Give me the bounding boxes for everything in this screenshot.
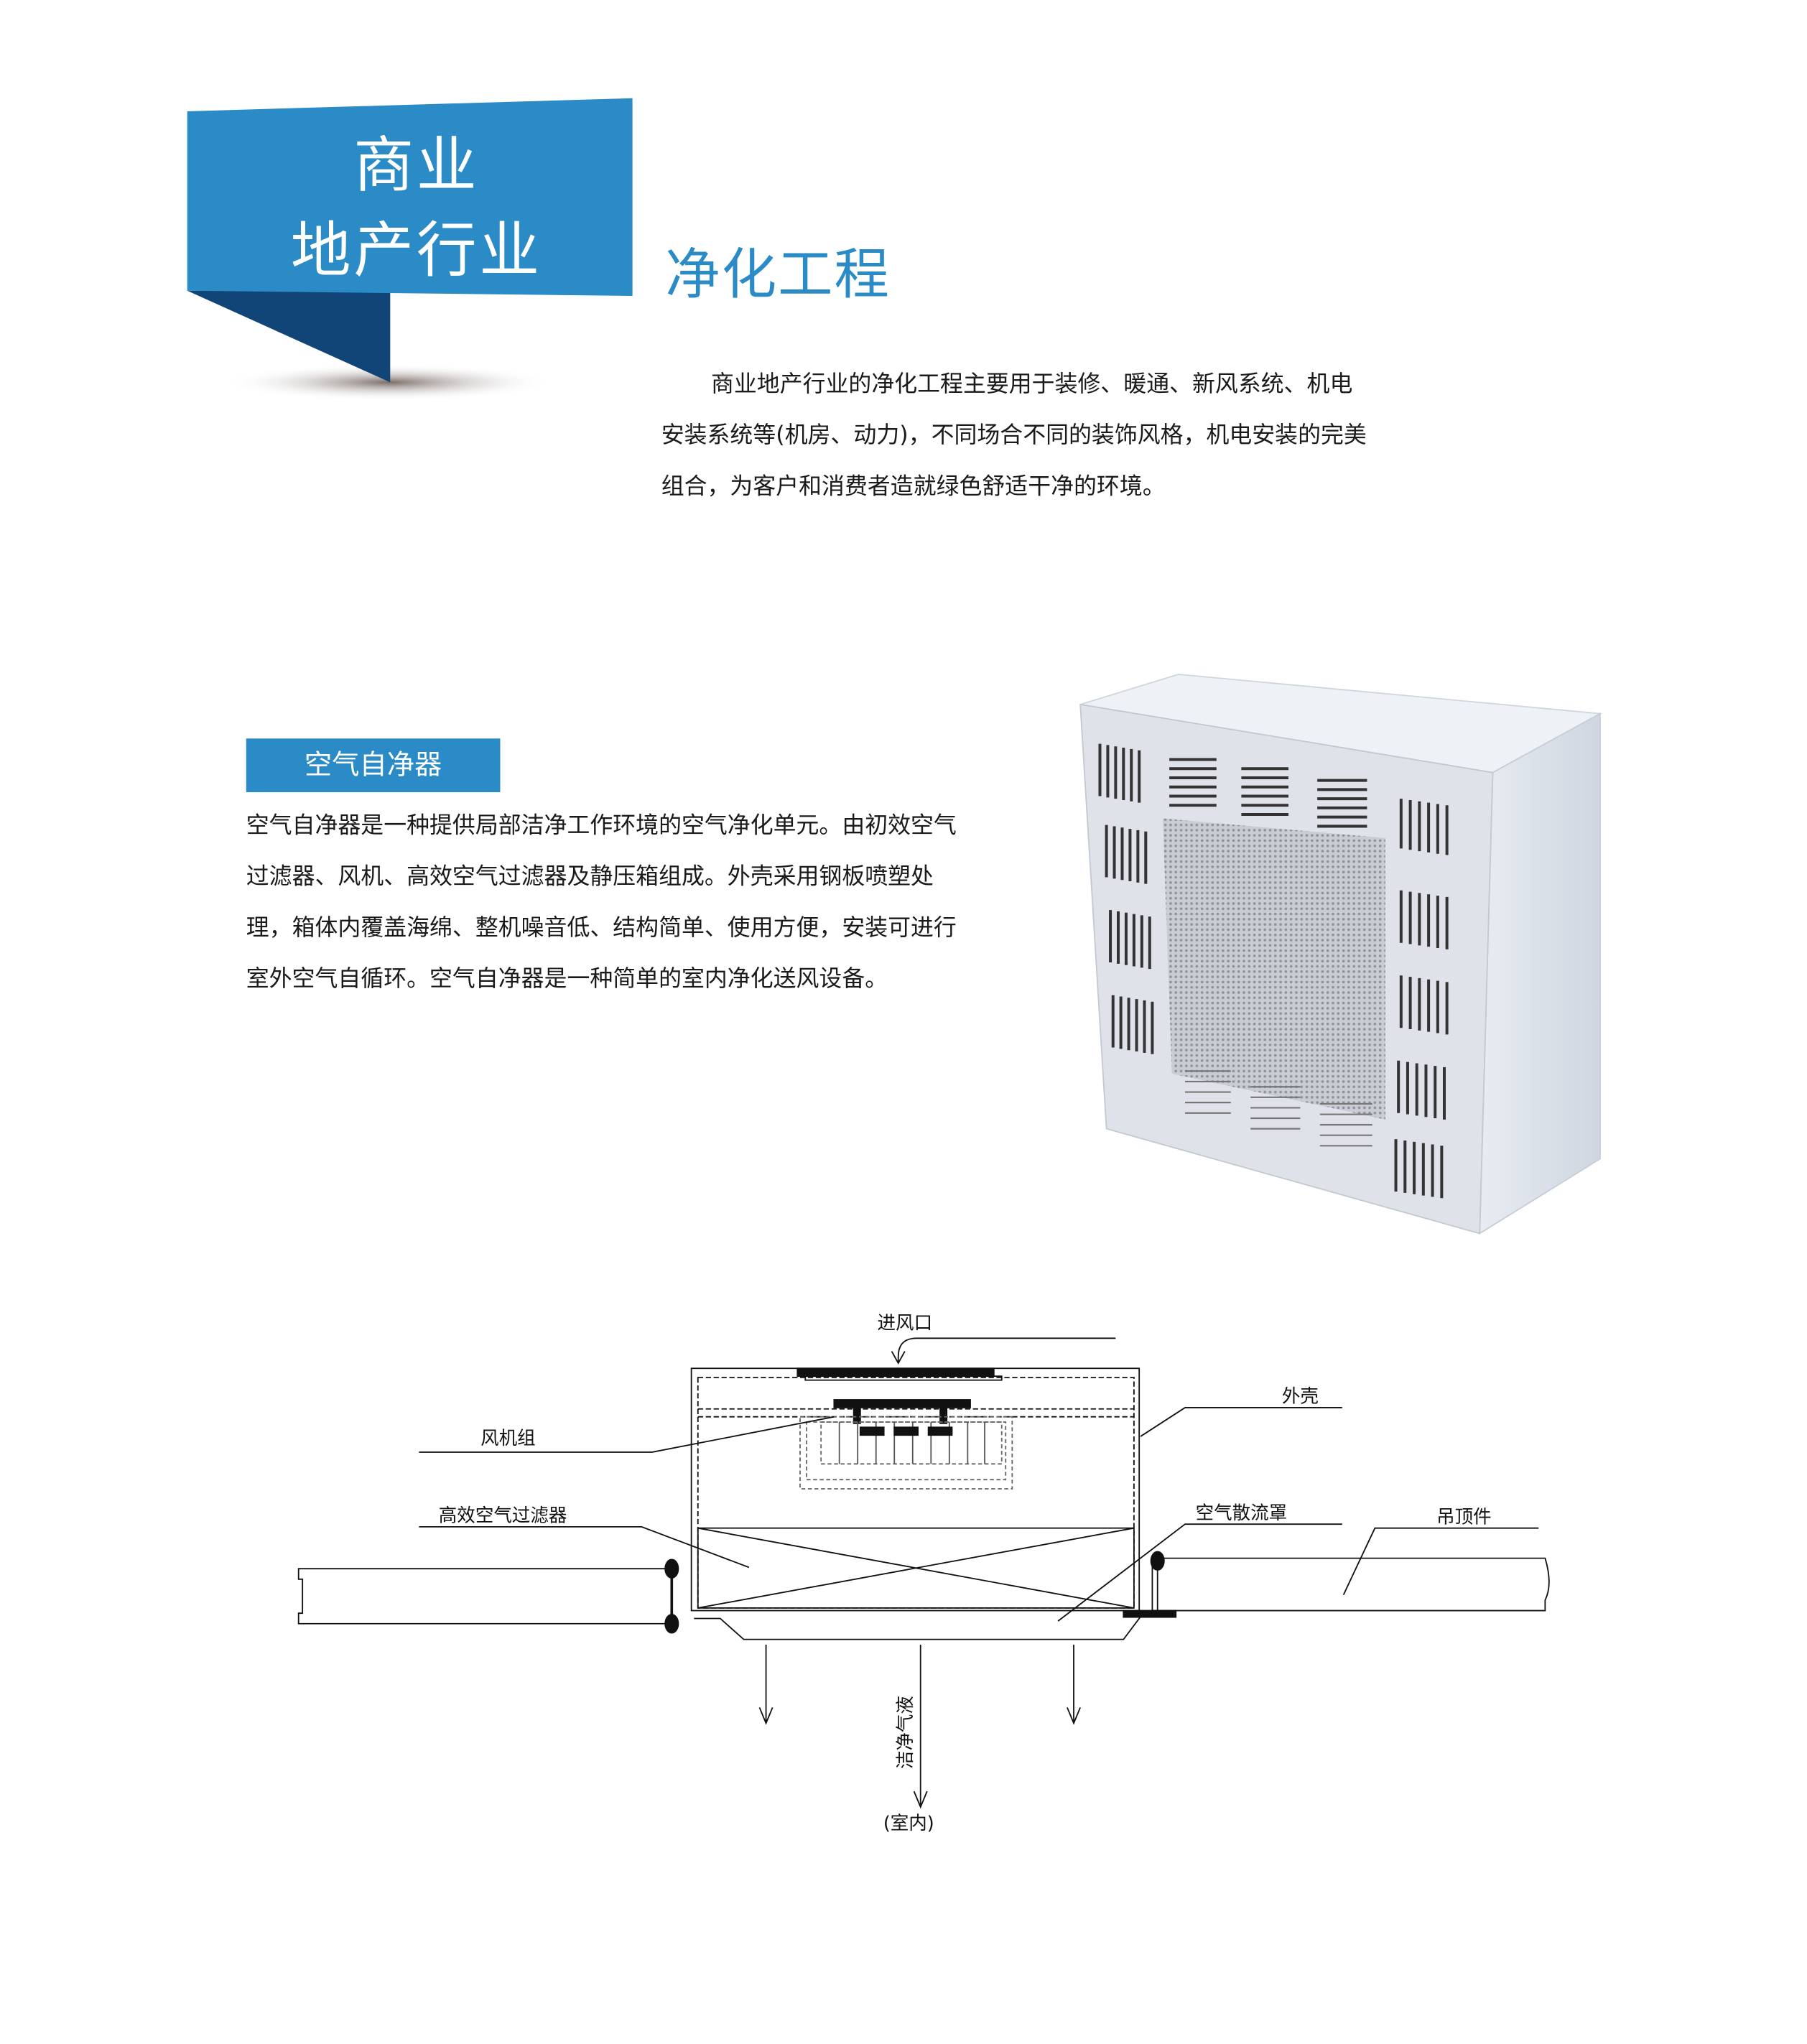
- banner-title-line2: 地产行业: [290, 215, 542, 286]
- air-purifier-product-image: [1079, 674, 1602, 1235]
- label-shell: 外壳: [1282, 1386, 1319, 1408]
- intro-paragraph: 商业地产行业的净化工程主要用于装修、暖通、新风系统、机电安装系统等(机房、动力)…: [661, 371, 1367, 501]
- label-ceiling: 吊顶件: [1436, 1506, 1492, 1528]
- banner-title-line1: 商业: [353, 129, 480, 200]
- label-clean-air: 洁净气液: [895, 1696, 916, 1769]
- purifier-section-diagram: [297, 1337, 1550, 1809]
- page-heading: 净化工程: [665, 242, 891, 307]
- label-diffuser: 空气散流罩: [1196, 1502, 1288, 1524]
- label-hepa-filter: 高效空气过滤器: [439, 1505, 567, 1527]
- section-description: 空气自净器是一种提供局部洁净工作环境的空气净化单元。由初效空气过滤器、风机、高效…: [246, 813, 957, 993]
- label-indoor: (室内): [883, 1813, 934, 1834]
- diagram-labels: 进风口 外壳 风机组 高效空气过滤器 空气散流罩 吊顶件 洁净气液 (室内): [439, 1313, 1492, 1834]
- label-inlet: 进风口: [878, 1313, 933, 1334]
- section-label: 空气自净器: [246, 738, 501, 793]
- label-fan-unit: 风机组: [480, 1428, 536, 1449]
